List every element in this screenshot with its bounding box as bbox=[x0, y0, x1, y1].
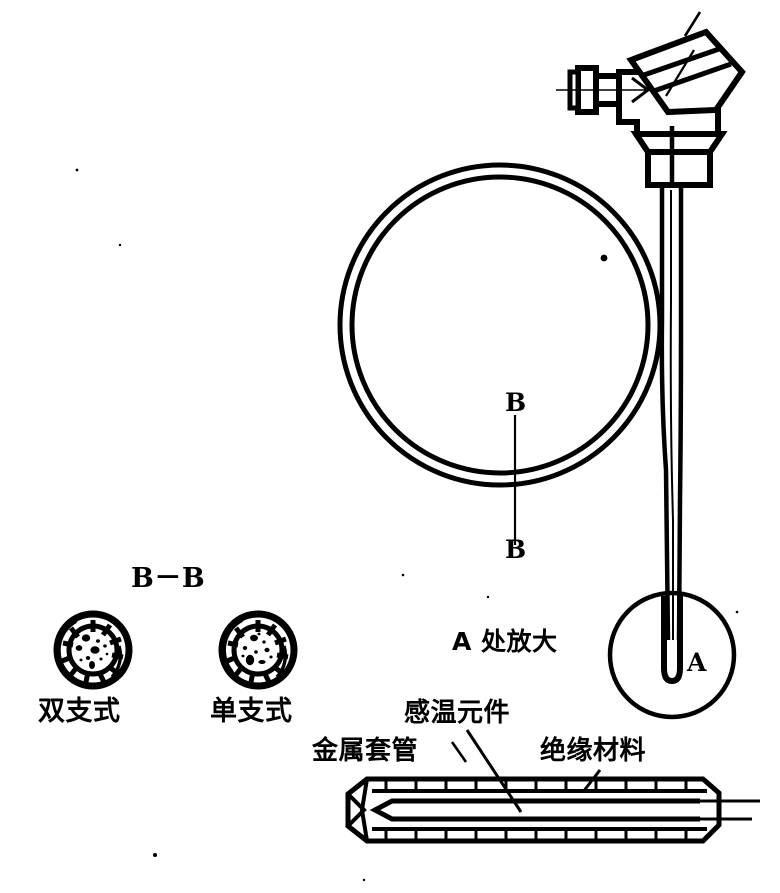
callout-sensing-element: 感温元件 bbox=[404, 698, 511, 728]
cross-section-label-dual: 双支式 bbox=[38, 696, 121, 727]
coiled-probe bbox=[337, 162, 663, 488]
hex-nipple bbox=[630, 126, 728, 188]
enlarged-probe-section bbox=[345, 776, 760, 844]
scan-artifact-dots bbox=[75, 168, 739, 882]
detail-title-a: A 处放大 bbox=[452, 627, 558, 656]
section-header-bb: B－B bbox=[131, 563, 206, 594]
detail-circle-a bbox=[607, 590, 737, 720]
cross-section-label-single: 单支式 bbox=[210, 696, 293, 727]
section-mark-bottom-b: B bbox=[505, 535, 527, 564]
connection-head bbox=[556, 11, 746, 137]
speckles-dual bbox=[75, 634, 109, 669]
detail-mark-a: A bbox=[687, 648, 707, 677]
callout-metal-sheath: 金属套管 bbox=[312, 736, 419, 766]
cross-section-single bbox=[218, 610, 298, 690]
callout-insulating-material: 绝缘材料 bbox=[540, 736, 647, 766]
section-mark-top-b: B bbox=[505, 388, 527, 417]
callout-leaders bbox=[450, 729, 602, 813]
probe-stem bbox=[659, 185, 684, 641]
speckles-single bbox=[241, 632, 273, 666]
